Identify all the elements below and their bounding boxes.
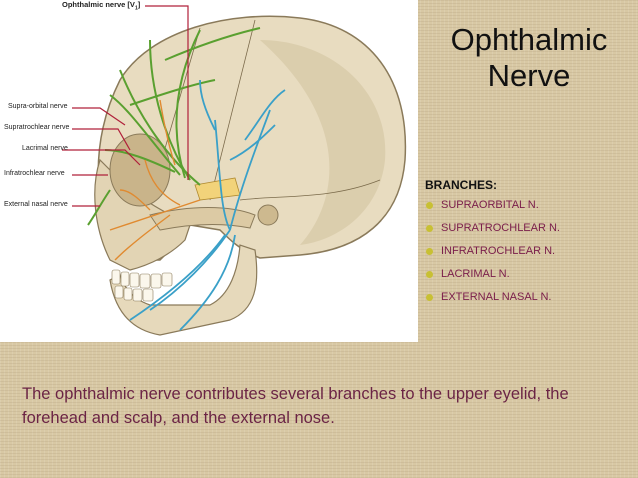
- supraorbital-nerve-label: Supra-orbital nerve: [8, 103, 68, 110]
- list-item: LACRIMAL N.: [425, 263, 560, 286]
- list-item: INFRATROCHLEAR N.: [425, 240, 560, 263]
- branches-heading: BRANCHES:: [425, 178, 497, 192]
- label-leader-lines: [62, 5, 189, 207]
- slide-title-line2: Nerve: [487, 58, 571, 93]
- bullet-icon: [426, 248, 433, 255]
- branches-list: SUPRAORBITAL N. SUPRATROCHLEAR N. INFRAT…: [425, 194, 560, 309]
- slide-title-line1: Ophthalmic: [450, 22, 608, 57]
- skull-drawing: [62, 5, 407, 336]
- skull-illustration: Ophthalmic nerve [V1] Supra-orbital nerv…: [0, 0, 418, 342]
- external-nasal-nerve-label: External nasal nerve: [4, 201, 68, 208]
- slide-description: The ophthalmic nerve contributes several…: [22, 385, 569, 427]
- bullet-icon: [426, 202, 433, 209]
- bullet-icon: [426, 225, 433, 232]
- ophthalmic-nerve-label: Ophthalmic nerve [V1]: [62, 0, 141, 12]
- slide-title: Ophthalmic Nerve: [420, 22, 638, 94]
- lacrimal-nerve-label: Lacrimal nerve: [22, 145, 68, 152]
- supratrochlear-nerve-label: Supratrochlear nerve: [4, 124, 70, 131]
- list-item: SUPRAORBITAL N.: [425, 194, 560, 217]
- list-item: SUPRATROCHLEAR N.: [425, 217, 560, 240]
- list-item: EXTERNAL NASAL N.: [425, 286, 560, 309]
- bullet-icon: [426, 294, 433, 301]
- ophthalmic-branches: [87, 27, 261, 226]
- infratrochlear-nerve-label: Infratrochlear nerve: [4, 170, 65, 177]
- bullet-icon: [426, 271, 433, 278]
